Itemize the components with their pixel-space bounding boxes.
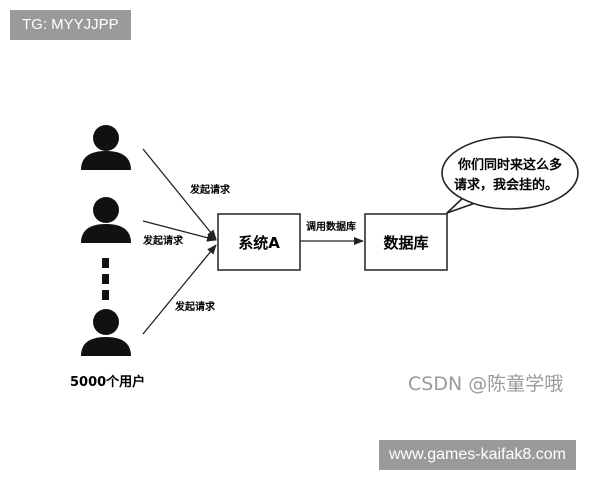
database-label: 数据库 (383, 234, 428, 252)
request-label-3: 发起请求 (174, 300, 216, 313)
top-tag-badge: TG: MYYJJPP (10, 10, 131, 40)
bottom-url-badge: www.games-kaifak8.com (379, 440, 576, 470)
db-call-label: 调用数据库 (306, 220, 356, 233)
system-a-box (217, 213, 301, 271)
ellipsis-dots-icon (102, 258, 109, 300)
user-icon-2 (81, 197, 131, 243)
system-a-label: 系统A (238, 234, 280, 252)
request-label-2: 发起请求 (142, 234, 184, 247)
request-arrow-3 (142, 244, 217, 335)
user-icon-1 (81, 125, 131, 170)
user-icon-3 (81, 309, 131, 356)
request-arrow-1 (142, 148, 217, 240)
database-box (364, 213, 448, 271)
bubble-text-line-2: 请求，我会挂的。 (454, 177, 558, 193)
request-arrow-2 (142, 220, 217, 242)
users-count-label: 5000个用户 (70, 374, 145, 390)
bubble-text-line-1: 你们同时来这么多 (457, 157, 562, 173)
csdn-watermark: CSDN @陈童学哦 (408, 373, 563, 395)
request-label-1: 发起请求 (189, 183, 231, 196)
speech-bubble (441, 136, 579, 214)
